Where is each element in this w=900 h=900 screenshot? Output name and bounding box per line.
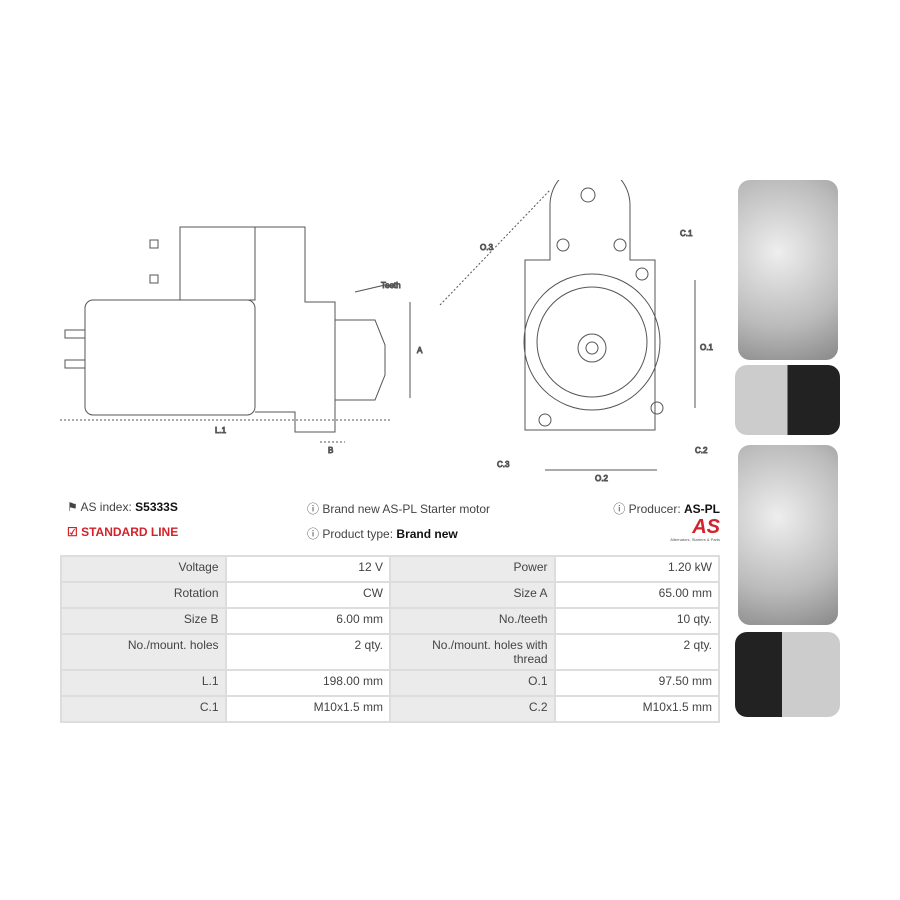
info-icon: ⓘ bbox=[307, 502, 320, 516]
spec-label: Rotation bbox=[60, 581, 227, 609]
label-l1: L.1 bbox=[215, 426, 227, 435]
spec-label: No./mount. holes bbox=[60, 633, 227, 671]
as-index-label: AS index: bbox=[80, 500, 132, 514]
product-photo-rear bbox=[738, 445, 838, 625]
product-photo-angle bbox=[735, 632, 840, 717]
spec-value: 1.20 kW bbox=[553, 555, 721, 583]
spec-label: Size A bbox=[388, 581, 556, 609]
label-a: A bbox=[417, 346, 423, 355]
logo-text: AS bbox=[692, 516, 720, 538]
label-c2: C.2 bbox=[695, 446, 708, 455]
spec-value: 2 qty. bbox=[224, 633, 391, 671]
as-pl-logo: AS Alternators, Starters & Parts bbox=[650, 517, 720, 542]
product-photo-side bbox=[735, 365, 840, 435]
spec-value: 65.00 mm bbox=[553, 581, 721, 609]
as-index: ⚑ AS index: S5333S bbox=[67, 500, 178, 514]
technical-drawing: Teeth A L.1 B O.3 C.1 O.1 C.2 C.3 O.2 bbox=[60, 180, 714, 484]
spec-value: M10x1.5 mm bbox=[553, 695, 721, 723]
producer-value: AS-PL bbox=[684, 502, 720, 516]
side-view-drawing bbox=[60, 226, 411, 443]
tag-icon: ⚑ bbox=[67, 500, 78, 514]
info-icon: ⓘ bbox=[307, 527, 320, 541]
product-type-label: Product type: bbox=[322, 527, 394, 541]
spec-label: O.1 bbox=[388, 669, 556, 697]
producer: ⓘ Producer: AS-PL bbox=[613, 500, 720, 517]
spec-value: 10 qty. bbox=[553, 607, 721, 635]
label-c3: C.3 bbox=[497, 460, 510, 469]
spec-label: C.1 bbox=[60, 695, 227, 723]
product-photo-front bbox=[738, 180, 838, 360]
standard-line-badge: ☑ STANDARD LINE bbox=[67, 525, 178, 539]
spec-value: 198.00 mm bbox=[224, 669, 391, 697]
label-c1: C.1 bbox=[680, 229, 693, 238]
spec-value: 2 qty. bbox=[553, 633, 721, 671]
description: ⓘ Brand new AS-PL Starter motor bbox=[307, 500, 490, 517]
label-teeth: Teeth bbox=[381, 281, 401, 290]
as-index-value: S5333S bbox=[135, 500, 178, 514]
spec-value: M10x1.5 mm bbox=[224, 695, 391, 723]
spec-label: Voltage bbox=[60, 555, 227, 583]
spec-label: C.2 bbox=[388, 695, 556, 723]
standard-line-label: STANDARD LINE bbox=[81, 525, 179, 539]
label-o3: O.3 bbox=[480, 243, 493, 252]
spec-value: 97.50 mm bbox=[553, 669, 721, 697]
spec-value: 12 V bbox=[224, 555, 391, 583]
spec-label: No./teeth bbox=[388, 607, 556, 635]
front-view-drawing bbox=[439, 180, 696, 471]
spec-label: Size B bbox=[60, 607, 227, 635]
product-type: ⓘ Product type: Brand new bbox=[307, 525, 458, 542]
spec-label: No./mount. holes with thread bbox=[388, 633, 556, 671]
label-b: B bbox=[328, 446, 333, 455]
spec-label: Power bbox=[388, 555, 556, 583]
checkbox-icon: ☑ bbox=[67, 525, 78, 539]
product-type-value: Brand new bbox=[396, 527, 458, 541]
producer-label: Producer: bbox=[628, 502, 681, 516]
spec-value: 6.00 mm bbox=[224, 607, 391, 635]
logo-tagline: Alternators, Starters & Parts bbox=[670, 537, 720, 542]
description-text: Brand new AS-PL Starter motor bbox=[322, 502, 490, 516]
info-icon: ⓘ bbox=[613, 502, 626, 516]
label-o2: O.2 bbox=[595, 474, 608, 483]
spec-label: L.1 bbox=[60, 669, 227, 697]
spec-value: CW bbox=[224, 581, 391, 609]
label-o1: O.1 bbox=[700, 343, 713, 352]
